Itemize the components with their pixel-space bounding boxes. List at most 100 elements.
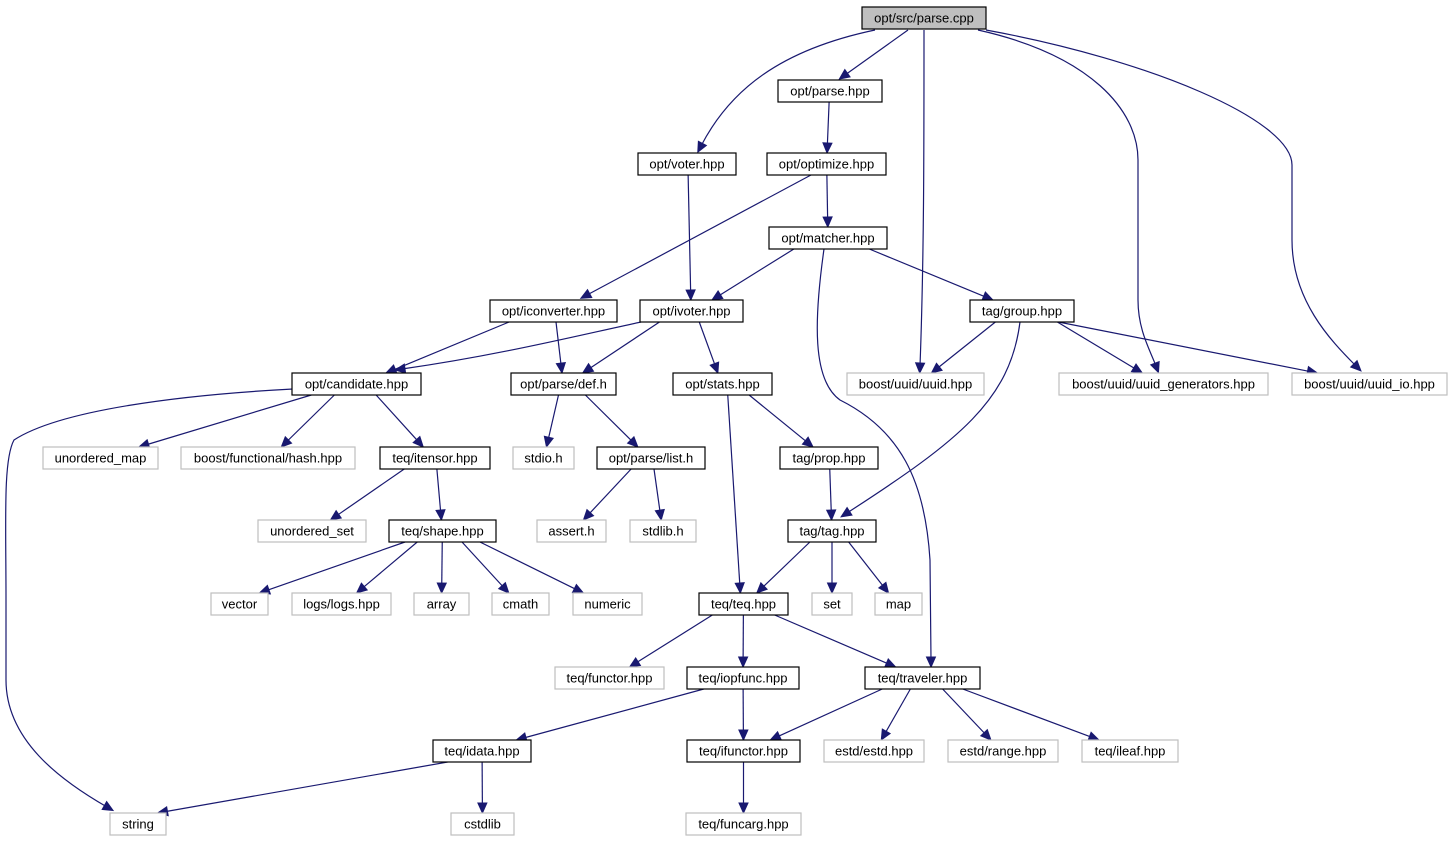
edge-line (938, 321, 996, 368)
node-numeric: numeric (572, 592, 643, 616)
node-box (864, 666, 981, 690)
edge-line (816, 248, 932, 661)
edge-line (167, 761, 448, 812)
node-label: map (886, 597, 911, 612)
node-itensor[interactable]: teq/itensor.hpp (379, 446, 491, 470)
arrowhead (697, 140, 708, 154)
node-traveler[interactable]: teq/traveler.hpp (864, 666, 981, 690)
arrowhead (738, 729, 749, 742)
arrowhead (581, 362, 595, 374)
node-label: boost/uuid/uuid.hpp (859, 377, 972, 392)
edge-line (826, 101, 830, 144)
node-box (685, 812, 802, 836)
node-box (686, 739, 801, 763)
node-teq[interactable]: teq/teq.hpp (698, 592, 789, 616)
edge-shape-to-numeric (479, 541, 585, 594)
node-stats[interactable]: opt/stats.hpp (672, 372, 773, 396)
edge-line (698, 321, 715, 364)
node-label: opt/parse.hpp (790, 84, 870, 99)
edge-itensor-to-unordered-set (329, 468, 405, 521)
node-label: teq/teq.hpp (711, 597, 776, 612)
node-parse-hpp[interactable]: opt/parse.hpp (777, 79, 883, 103)
arrowhead (280, 435, 293, 448)
node-range: estd/range.hpp (947, 739, 1059, 763)
node-prop[interactable]: tag/prop.hpp (779, 446, 879, 470)
edge-iopfunc-to-idata (515, 688, 704, 743)
node-label: teq/traveler.hpp (878, 671, 968, 686)
edge-line (774, 614, 887, 664)
node-box (947, 739, 1059, 763)
edge-teq-to-traveler (774, 614, 897, 668)
edge-line (479, 541, 575, 590)
node-ifunctor[interactable]: teq/ifunctor.hpp (686, 739, 801, 763)
node-ivoter[interactable]: opt/ivoter.hpp (639, 299, 744, 323)
arrowhead (628, 656, 642, 668)
arrowhead (1349, 359, 1362, 372)
node-box (1058, 372, 1269, 396)
arrowhead (582, 508, 595, 521)
edge-idata-to-cstdlib (477, 761, 488, 815)
edge-stats-to-teq (727, 394, 745, 595)
edge-iconverter-to-def (555, 321, 567, 375)
node-label: string (122, 817, 154, 832)
node-shape[interactable]: teq/shape.hpp (388, 519, 497, 543)
node-label: tag/group.hpp (982, 304, 1062, 319)
arrowhead (825, 509, 837, 522)
node-matcher[interactable]: opt/matcher.hpp (768, 226, 888, 250)
node-iopfunc[interactable]: teq/iopfunc.hpp (686, 666, 800, 690)
edge-line (700, 29, 876, 147)
node-unordered-map: unordered_map (42, 446, 159, 470)
edge-optimize-to-matcher (822, 174, 833, 229)
node-box (639, 299, 744, 323)
arrowhead (877, 581, 890, 594)
node-voter[interactable]: opt/voter.hpp (637, 152, 737, 176)
arrowhead (393, 363, 407, 374)
arrowhead (880, 728, 892, 742)
node-label: assert.h (548, 524, 594, 539)
arrowhead (579, 288, 593, 299)
edge-list-to-assert (582, 468, 632, 521)
node-uuid-io: boost/uuid/uuid_io.hpp (1291, 372, 1448, 396)
node-box (629, 519, 697, 543)
edge-line (885, 688, 911, 732)
node-box (1081, 739, 1179, 763)
edge-root-to-uuid-io (985, 29, 1362, 372)
node-tag[interactable]: tag/tag.hpp (787, 519, 877, 543)
arrowhead (801, 436, 814, 448)
node-box (811, 592, 853, 616)
edge-list-to-stdlib (653, 468, 665, 522)
node-label: teq/idata.hpp (444, 744, 519, 759)
node-box (379, 446, 491, 470)
node-box (686, 666, 800, 690)
node-box (512, 446, 575, 470)
node-list[interactable]: opt/parse/list.h (596, 446, 706, 470)
node-idata[interactable]: teq/idata.hpp (432, 739, 532, 763)
node-label: stdio.h (524, 451, 562, 466)
node-def[interactable]: opt/parse/def.h (510, 372, 617, 396)
node-label: opt/stats.hpp (685, 377, 759, 392)
arrowhead (734, 582, 745, 595)
node-box (1291, 372, 1448, 396)
edge-line (869, 248, 984, 297)
node-label: cstdlib (464, 817, 501, 832)
edge-tag-to-teq (755, 541, 811, 594)
edge-line (584, 394, 632, 441)
node-iconverter[interactable]: opt/iconverter.hpp (489, 299, 618, 323)
node-optimize[interactable]: opt/optimize.hpp (766, 152, 887, 176)
edge-line (962, 688, 1090, 738)
edge-line (461, 541, 503, 587)
node-uuid: boost/uuid/uuid.hpp (846, 372, 985, 396)
edge-candidate-to-unordered-map (137, 394, 312, 450)
arrowhead (477, 802, 488, 815)
node-label: array (427, 597, 457, 612)
arrowhead (769, 730, 783, 741)
node-candidate[interactable]: opt/candidate.hpp (291, 372, 422, 396)
arrowhead (738, 802, 749, 815)
arrowhead (737, 656, 749, 669)
node-logs: logs/logs.hpp (291, 592, 392, 616)
node-box (42, 446, 159, 470)
node-label: boost/uuid/uuid_generators.hpp (1072, 377, 1255, 392)
node-group[interactable]: tag/group.hpp (969, 299, 1075, 323)
node-root[interactable]: opt/src/parse.cpp (861, 6, 987, 30)
